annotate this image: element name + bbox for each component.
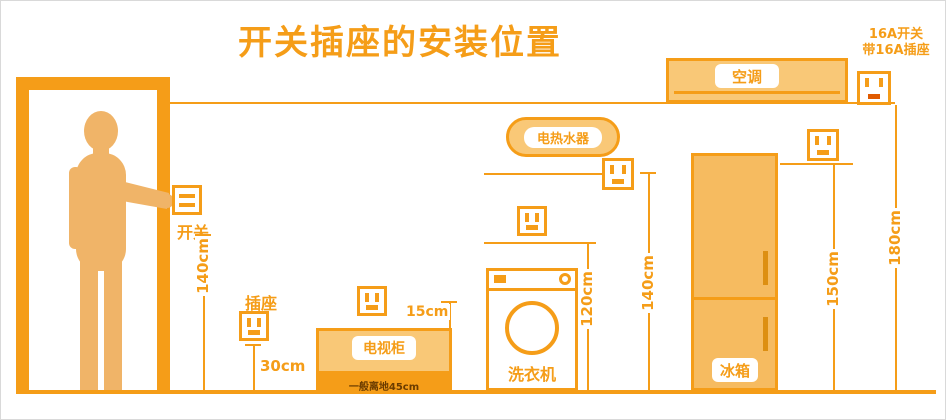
socket-pin-icon — [375, 293, 379, 302]
socket-pin-icon — [247, 318, 251, 327]
fridge-height-label: 150cm — [824, 249, 842, 309]
washer-button-icon — [494, 275, 506, 283]
ac-socket-icon — [857, 71, 891, 105]
socket-slot-icon — [868, 94, 880, 99]
ceiling-reference-line — [170, 102, 895, 104]
wall-switch-icon — [172, 185, 202, 215]
switch-height-label: 140cm — [194, 236, 212, 296]
washer-drum-icon — [505, 301, 559, 355]
socket-slot-icon — [526, 225, 538, 230]
ac-socket-note-line1: 16A开关 — [868, 27, 924, 42]
switch-rocker-top — [179, 194, 195, 198]
socket-pin-icon — [610, 165, 614, 174]
socket-pin-icon — [535, 213, 539, 222]
heater-height-label: 140cm — [639, 253, 657, 313]
low-socket-icon — [239, 311, 269, 341]
low-socket-height-line — [253, 345, 255, 390]
water-heater-label: 电热水器 — [524, 127, 602, 148]
socket-pin-icon — [365, 293, 369, 302]
socket-slot-icon — [817, 150, 829, 155]
switch-rocker-bottom — [179, 203, 195, 207]
fridge-handle-icon — [763, 317, 768, 351]
door-frame-top — [16, 77, 170, 90]
page-title: 开关插座的安装位置 — [238, 23, 562, 63]
washer-panel-line — [488, 288, 576, 291]
socket-pin-icon — [622, 165, 626, 174]
washer-knob-icon — [559, 273, 571, 285]
socket-pin-icon — [827, 136, 831, 145]
tv-socket-icon — [357, 286, 387, 316]
socket-slot-icon — [248, 330, 260, 335]
ac-height-label: 180cm — [886, 208, 904, 268]
door-frame-left — [16, 77, 29, 390]
washer-socket-reference-line — [484, 242, 596, 244]
heater-socket-reference-line — [484, 173, 602, 175]
socket-slot-icon — [366, 305, 378, 310]
tv-socket-height-label: 15cm — [404, 304, 451, 320]
socket-pin-icon — [257, 318, 261, 327]
ac-label: 空调 — [715, 64, 779, 88]
socket-pin-icon — [815, 136, 819, 145]
fridge-socket-icon — [807, 129, 839, 161]
person-silhouette — [69, 111, 174, 390]
fridge-handle-icon — [763, 251, 768, 285]
socket-pin-icon — [525, 213, 529, 222]
fridge-label: 冰箱 — [712, 358, 758, 382]
washer-socket-icon — [517, 206, 547, 236]
socket-pin-icon — [865, 78, 869, 87]
switch-height-line — [203, 235, 205, 390]
ac-socket-note: 16A开关 带16A插座 — [846, 27, 945, 59]
tv-cabinet-base — [316, 374, 452, 391]
fridge-divider-line — [693, 297, 776, 300]
heater-socket-icon — [602, 158, 634, 190]
door-frame-right — [157, 77, 170, 390]
tv-cabinet — [316, 328, 452, 374]
ac-vent-line — [674, 91, 840, 94]
washer-height-label: 120cm — [578, 269, 596, 329]
fridge-socket-reference-line — [780, 163, 853, 165]
low-socket-label: 插座 — [245, 294, 278, 313]
ac-socket-note-line2: 带16A插座 — [862, 43, 930, 58]
low-socket-height-label: 30cm — [258, 357, 308, 375]
floor-line — [16, 390, 936, 394]
washer-label: 洗衣机 — [507, 365, 556, 384]
tv-cabinet-label: 电视柜 — [352, 336, 416, 360]
socket-pin-icon — [879, 78, 883, 87]
socket-slot-icon — [612, 179, 624, 184]
tv-cabinet-note: 一般离地45cm — [348, 382, 420, 393]
